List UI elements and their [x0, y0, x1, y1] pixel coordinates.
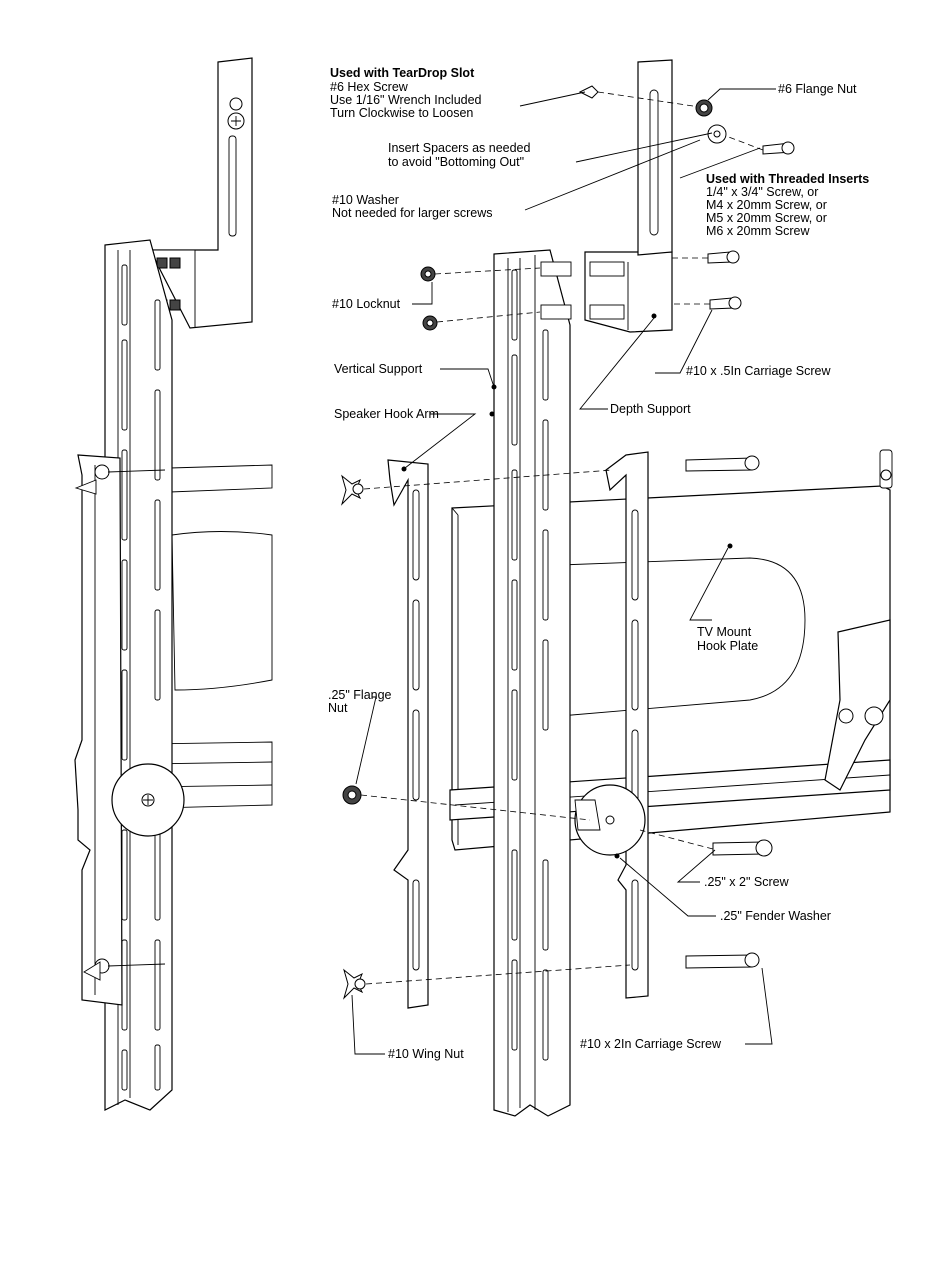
label-flange-nut-25-2: Nut — [328, 701, 348, 715]
label-spacers-1: Insert Spacers as needed — [388, 141, 530, 155]
label-depth-support: Depth Support — [610, 402, 691, 416]
label-screw-quarter: 1/4" x 3/4" Screw, or — [706, 185, 818, 199]
label-washer-2: Not needed for larger screws — [332, 206, 493, 220]
label-hex-screw: #6 Hex Screw — [330, 80, 409, 94]
left-depth-support — [149, 57, 253, 329]
label-turn: Turn Clockwise to Loosen — [330, 106, 473, 120]
label-screw-m4: M4 x 20mm Screw, or — [706, 198, 827, 212]
label-speaker-hook-arm: Speaker Hook Arm — [334, 407, 439, 421]
hardware-middle — [340, 455, 773, 1000]
left-assembled-view — [74, 57, 273, 1111]
left-speaker-hook-arm — [74, 454, 166, 1006]
vertical-support — [489, 249, 572, 1117]
label-washer-1: #10 Washer — [332, 193, 399, 207]
label-teardrop-header: Used with TearDrop Slot — [330, 66, 475, 80]
left-fender-washer — [111, 763, 185, 837]
label-flange-nut-25-1: .25" Flange — [328, 688, 392, 702]
hardware-top — [420, 85, 795, 331]
label-flange-nut-6: #6 Flange Nut — [778, 82, 857, 96]
label-locknut: #10 Locknut — [332, 297, 401, 311]
label-vertical-support: Vertical Support — [334, 362, 423, 376]
speaker-hook-arm-left — [387, 459, 429, 1009]
label-tv-mount-2: Hook Plate — [697, 639, 758, 653]
depth-support — [584, 59, 673, 333]
label-tv-mount-1: TV Mount — [697, 625, 752, 639]
label-carriage-2: #10 x 2In Carriage Screw — [580, 1037, 722, 1051]
fender-washer — [574, 784, 646, 859]
callout-labels: Used with TearDrop Slot #6 Hex Screw Use… — [328, 66, 869, 1061]
right-exploded-view: Used with TearDrop Slot #6 Hex Screw Use… — [328, 59, 893, 1117]
label-wing-nut: #10 Wing Nut — [388, 1047, 464, 1061]
label-carriage-05: #10 x .5In Carriage Screw — [686, 364, 831, 378]
label-fender-washer: .25" Fender Washer — [720, 909, 831, 923]
label-screw-m5: M5 x 20mm Screw, or — [706, 211, 827, 225]
label-threaded-header: Used with Threaded Inserts — [706, 172, 869, 186]
label-screw-m6: M6 x 20mm Screw — [706, 224, 810, 238]
label-wrench: Use 1/16" Wrench Included — [330, 93, 482, 107]
label-screw-25x2: .25" x 2" Screw — [704, 875, 790, 889]
label-spacers-2: to avoid "Bottoming Out" — [388, 155, 524, 169]
leader-lines — [351, 88, 776, 1055]
